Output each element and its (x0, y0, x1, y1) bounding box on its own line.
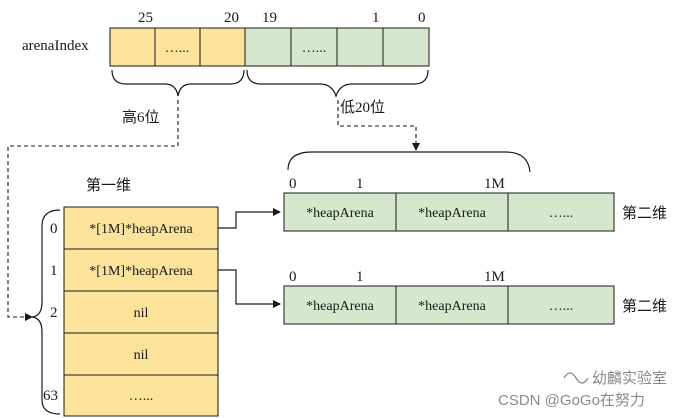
bit-label-19: 19 (262, 10, 277, 26)
second-dim-arc (287, 151, 531, 173)
arena-index-label: arenaIndex (22, 38, 89, 54)
high-bits-dashed-arrow (7, 100, 179, 321)
first-dim-cell (63, 248, 219, 292)
bit-label-1: 1 (372, 10, 380, 26)
second-dim-index: 1 (356, 269, 364, 285)
second-dim-cell (507, 192, 615, 232)
bit-label-0: 0 (418, 10, 426, 26)
second-dim-cell-text: *heapArena (418, 206, 486, 221)
high-bits-label: 高6位 (122, 109, 160, 126)
high-bit-cell (109, 27, 156, 67)
second-dim-cell-text: *heapArena (418, 299, 486, 314)
pointer-arrow-1 (218, 269, 281, 308)
first-dim-index: 63 (43, 388, 58, 404)
second-dim-label: 第二维 (622, 204, 667, 222)
first-dim-index: 0 (50, 221, 58, 237)
low-bits-cells: …... (244, 27, 430, 67)
second-dim-cell (395, 192, 509, 232)
second-dim-index: 1M (484, 176, 505, 192)
second-dim-index: 1M (484, 269, 505, 285)
first-dim-cell (63, 290, 219, 334)
bit-label-20: 20 (224, 10, 239, 26)
second-dim-cell (395, 285, 509, 325)
first-dim-index: 2 (50, 305, 58, 321)
watermark: 幼麟实验室 CSDN @GoGo在努力 (498, 370, 667, 409)
high-bits-brace (111, 69, 245, 97)
first-dim-cell-text: *[1M]*heapArena (89, 222, 193, 237)
first-dim-cell (63, 332, 219, 376)
second-dim-array-0: 0 1 1M *heapArena *heapArena …... 第二维 (283, 176, 667, 232)
first-dim-cell-text: nil (134, 306, 149, 321)
first-dim-cell-text: …... (129, 389, 154, 404)
second-dim-label: 第二维 (622, 297, 667, 315)
second-dim-array-1: 0 1 1M *heapArena *heapArena …... 第二维 (283, 269, 667, 325)
high-bit-cell (199, 27, 246, 67)
bit-labels: 25 20 19 1 0 (138, 10, 426, 26)
pointer-arrow-0 (218, 208, 281, 229)
second-dim-cell-text: *heapArena (306, 206, 374, 221)
low-bit-cell (336, 27, 384, 67)
wechat-icon (563, 372, 589, 384)
second-dim-index: 0 (289, 269, 297, 285)
second-dim-cell-text: …... (549, 299, 574, 314)
first-dim-cell (63, 374, 219, 417)
first-dim-index: 1 (50, 263, 58, 279)
second-dim-cell-text: …... (549, 206, 574, 221)
bit-label-25: 25 (138, 10, 153, 26)
low-bit-cell (290, 27, 338, 67)
low-bit-cell (382, 27, 430, 67)
first-dim-brace (31, 209, 61, 415)
watermark-credit: CSDN @GoGo在努力 (498, 392, 645, 409)
second-dim-index: 1 (356, 176, 364, 192)
low-bits-dashed-arrow (337, 100, 420, 151)
first-dim-title: 第一维 (86, 176, 131, 194)
second-dim-cell-text: *heapArena (306, 299, 374, 314)
high-bit-cell (154, 27, 201, 67)
second-dim-cell (507, 285, 615, 325)
watermark-channel: 幼麟实验室 (592, 370, 667, 387)
first-dim-cell (63, 206, 219, 250)
low-bit-cell (244, 27, 292, 67)
high-bits-cells: …... (109, 27, 246, 67)
low-bit-ellipsis: …... (302, 41, 327, 56)
low-bits-label: 低20位 (340, 99, 385, 116)
second-dim-cell (283, 192, 397, 232)
low-bits-brace (246, 69, 429, 98)
second-dim-index: 0 (289, 176, 297, 192)
first-dim-cell-text: nil (134, 348, 149, 363)
first-dim-cell-text: *[1M]*heapArena (89, 264, 193, 279)
first-dim-cells: *[1M]*heapArena *[1M]*heapArena nil nil … (43, 206, 219, 417)
second-dim-cell (283, 285, 397, 325)
high-bit-ellipsis: …... (165, 41, 190, 56)
